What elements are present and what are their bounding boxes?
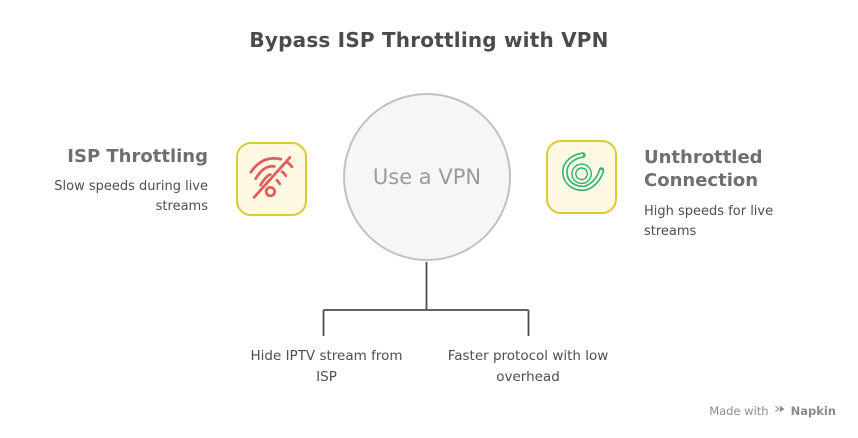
diagram-title: Bypass ISP Throttling with VPN [249,28,609,52]
napkin-watermark: Made with Napkin [709,403,836,418]
napkin-logo-icon [774,403,786,418]
watermark-prefix: Made with [709,403,769,418]
benefit-hide-stream-label: Hide IPTV stream from ISP [250,348,403,385]
use-a-vpn-label: Use a VPN [372,165,482,189]
isp-throttling-heading: ISP Throttling [67,146,208,167]
unthrottled-connection-heading: Unthrottled Connection [644,147,763,191]
benefit-faster-protocol-label: Faster protocol with low overhead [447,348,609,385]
wifi-off-icon [246,150,298,208]
watermark-brand: Napkin [790,403,836,418]
isp-throttling-block: ISP Throttling Slow speeds during live s… [18,145,208,217]
isp-throttling-tile [236,142,307,216]
vortex-swoosh-icon [556,149,608,205]
unthrottled-connection-block: Unthrottled Connection High speeds for l… [644,146,824,242]
unthrottled-connection-tile [546,140,617,214]
use-a-vpn-node: Use a VPN [343,93,511,261]
unthrottled-connection-description: High speeds for live streams [644,204,774,239]
isp-throttling-description: Slow speeds during live streams [54,179,208,214]
